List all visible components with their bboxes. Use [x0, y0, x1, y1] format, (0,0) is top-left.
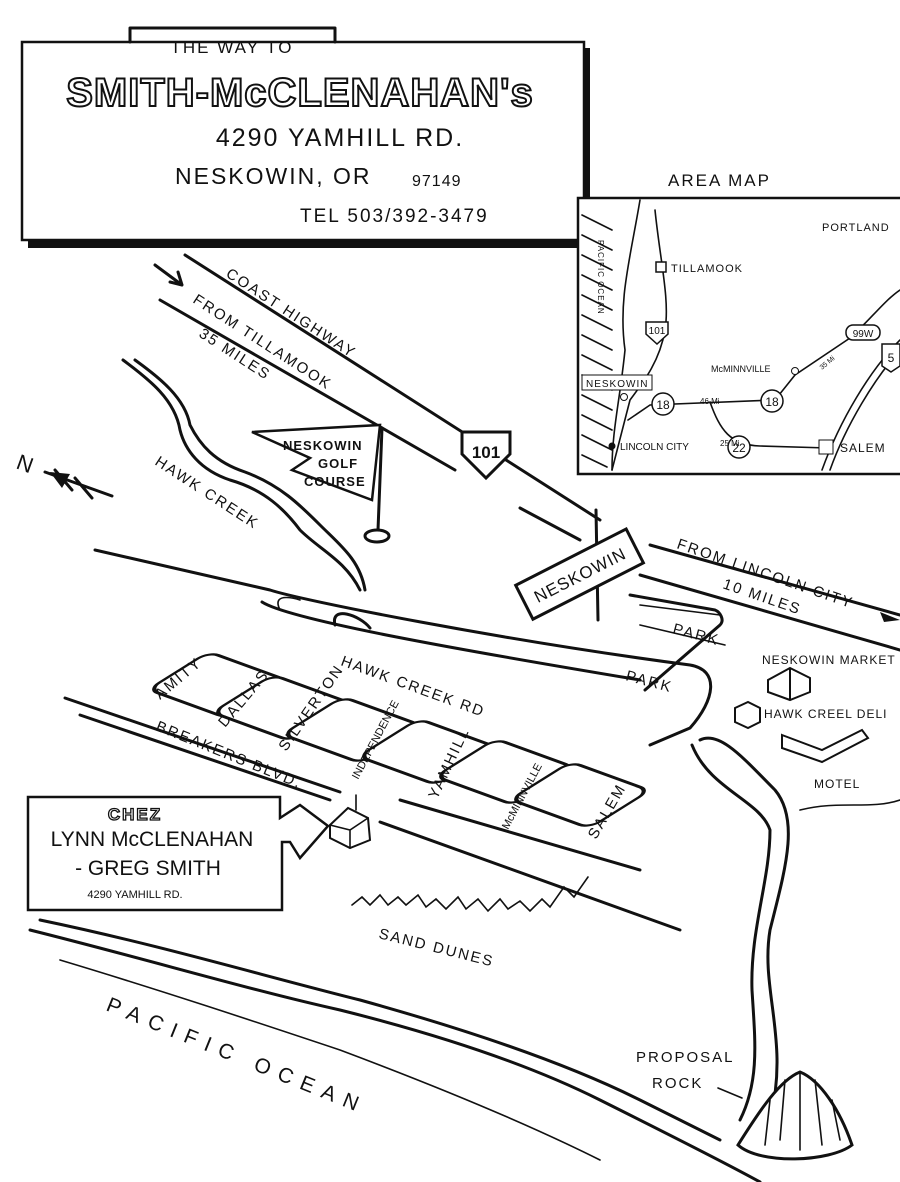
title-name: SMITH-McCLENAHAN's [66, 71, 534, 115]
sand-dunes-label: SAND DUNES [377, 925, 496, 970]
businesses: NESKOWIN MARKET PL HAWK CREEL DELI MOTEL [734, 653, 900, 791]
neskowin-sign: NESKOWIN [513, 508, 646, 622]
svg-text:5: 5 [888, 351, 895, 365]
house-icon [329, 794, 372, 850]
area-ocean-label: PACIFIC OCEAN [596, 240, 605, 315]
title-city: NESKOWIN, OR [175, 163, 372, 189]
motel-label: MOTEL [814, 777, 860, 791]
svg-text:18: 18 [765, 395, 779, 409]
golf-course-flag: NESKOWIN GOLF COURSE [251, 423, 391, 544]
svg-text:N: N [13, 449, 36, 478]
route-shields: 101 18 18 22 99W 5 [645, 321, 900, 459]
proposal-rock: PROPOSAL ROCK [636, 1049, 854, 1161]
home-line1: LYNN McCLENAHAN [51, 828, 254, 851]
svg-text:101: 101 [649, 326, 666, 337]
svg-text:GOLF: GOLF [318, 456, 358, 471]
area-place-tillamook: TILLAMOOK [671, 263, 743, 275]
area-map-inset: AREA MAP PACIFIC OCEAN TILLAMOOK PORTLAN… [576, 171, 900, 476]
area-place-portland: PORTLAND [822, 222, 890, 234]
svg-text:46 Mi: 46 Mi [700, 397, 720, 406]
north-arrow-in-icon [153, 263, 184, 287]
svg-text:101: 101 [472, 443, 500, 462]
chez-heading: CHEZ [108, 805, 162, 824]
svg-text:99W: 99W [853, 329, 874, 340]
home-address: 4290 YAMHILL RD. [87, 889, 182, 901]
title-address: 4290 YAMHILL RD. [216, 124, 464, 152]
deli-label: HAWK CREEL DELI [764, 707, 887, 721]
river [690, 736, 790, 1122]
hawk-creek-label: HAWK CREEK [152, 453, 262, 533]
street-grid [63, 548, 724, 932]
title-phone: TEL 503/392-3479 [300, 206, 489, 227]
title-zip: 97149 [412, 173, 462, 190]
route-101-shield [460, 430, 512, 481]
svg-text:ROCK: ROCK [652, 1075, 703, 1092]
svg-text:18: 18 [656, 398, 670, 412]
sand-dunes: SAND DUNES [351, 876, 589, 971]
city-blocks [152, 653, 646, 827]
north-arrow: N [13, 449, 114, 500]
svg-text:25 Mi: 25 Mi [720, 439, 740, 448]
area-place-mcminnville: McMINNVILLE [711, 364, 771, 374]
pacific-ocean-label: PACIFIC OCEAN [103, 993, 370, 1119]
svg-text:22: 22 [732, 441, 746, 455]
home-callout: CHEZ LYNN McCLENAHAN - GREG SMITH 4290 Y… [26, 794, 372, 912]
svg-text:NESKOWIN: NESKOWIN [283, 438, 363, 453]
city-block [514, 763, 646, 827]
title-kicker: THE WAY TO [171, 38, 294, 57]
svg-text:PROPOSAL: PROPOSAL [636, 1049, 735, 1066]
area-place-neskowin: NESKOWIN [586, 379, 648, 390]
svg-text:COURSE: COURSE [304, 474, 366, 489]
title-box: THE WAY TO SMITH-McCLENAHAN's 4290 YAMHI… [20, 26, 590, 248]
area-place-salem: SALEM [840, 441, 886, 455]
area-place-lincoln-city: LINCOLN CITY [620, 442, 689, 453]
market-place-label: NESKOWIN MARKET PL [762, 653, 900, 667]
area-map-title: AREA MAP [668, 171, 771, 190]
home-line2: - GREG SMITH [75, 857, 221, 880]
